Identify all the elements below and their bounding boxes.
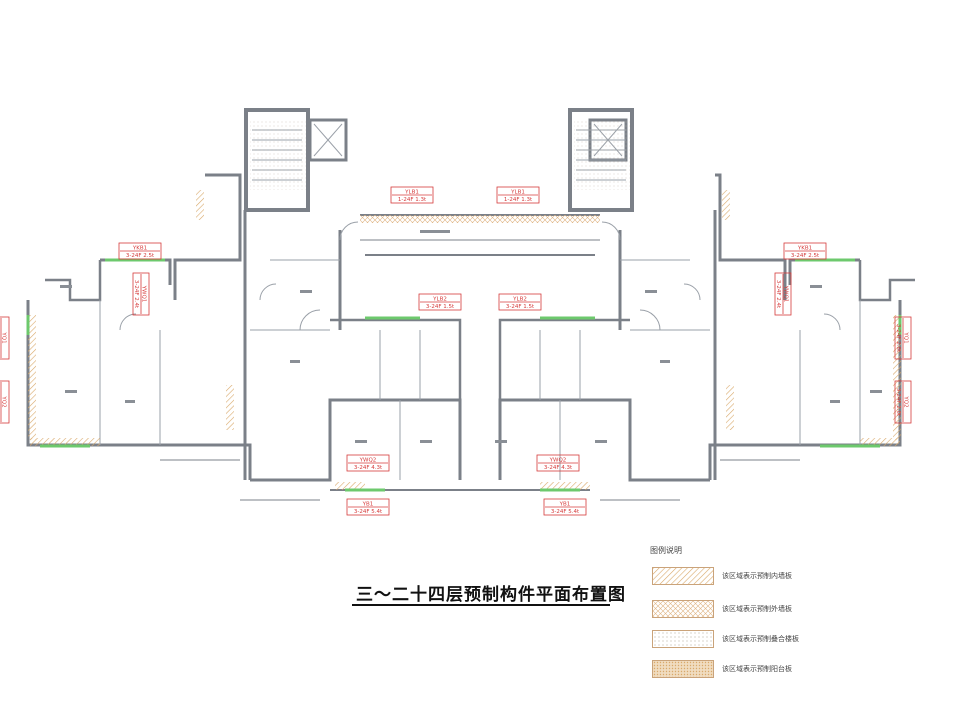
- tag-frame: [894, 316, 912, 360]
- tag-code: YQ2: [903, 395, 909, 407]
- tag-code: YQ1: [1, 331, 7, 343]
- drawing-title-underline: [352, 604, 610, 606]
- tag-code: YWQ1: [783, 285, 789, 303]
- tag-code: YWQ1: [141, 285, 147, 303]
- tag-code: YLB2: [432, 297, 447, 303]
- tag-frame: [536, 454, 580, 472]
- tag-frame: [132, 272, 150, 316]
- hatch-diagonal-swatch: [652, 567, 714, 585]
- interior-partitions: [99, 123, 861, 480]
- legend-label: 该区域表示预制内墙板: [722, 572, 792, 580]
- tag-frame: [543, 498, 587, 516]
- tag-spec: 3-24F 4.3t: [544, 465, 573, 471]
- tag-code: YB1: [559, 502, 571, 508]
- tag-frame: [0, 380, 10, 424]
- tag-code: YKB1: [797, 246, 812, 252]
- tag-frame: [894, 380, 912, 424]
- tag-frame: [783, 242, 827, 260]
- dots-swatch: [652, 630, 714, 648]
- tag-spec: 3-24F 2.8t: [895, 324, 901, 353]
- hatch-cross-swatch: [652, 600, 714, 618]
- tag-spec: 3-24F 5.4t: [354, 509, 383, 515]
- legend-heading: 图例说明: [650, 546, 682, 555]
- tag-spec: 3-24F 2.4t: [775, 280, 781, 309]
- tag-frame: [390, 186, 434, 204]
- tag-spec: 1-24F 1.3t: [504, 197, 533, 203]
- dense-swatch: [652, 660, 714, 678]
- tag-frame: [346, 454, 390, 472]
- precast-hatch-regions: [28, 120, 901, 490]
- tag-spec: 3-24F 2.0t: [895, 388, 901, 417]
- tag-spec: 3-24F 2.4t: [133, 280, 139, 309]
- tag-frame: [418, 293, 462, 311]
- tag-frame: [496, 186, 540, 204]
- tag-spec: 3-24F 2.5t: [791, 253, 820, 259]
- tag-spec: 3-24F 4.3t: [354, 465, 383, 471]
- drawing-title: 三～二十四层预制构件平面布置图: [356, 585, 626, 605]
- tag-code: YLB2: [512, 297, 527, 303]
- windows: [26, 258, 902, 492]
- tag-spec: 3-24F 1.5t: [426, 304, 455, 310]
- tag-code: YLB1: [510, 190, 525, 196]
- tag-code: YQ2: [1, 395, 7, 407]
- tag-spec: 3-24F 5.4t: [551, 509, 580, 515]
- legend-label: 该区域表示预制阳台板: [722, 665, 792, 673]
- tag-spec: 3-24F 1.5t: [506, 304, 535, 310]
- tag-code: YLB1: [404, 190, 419, 196]
- tag-frame: [0, 316, 10, 360]
- tag-frame: [118, 242, 162, 260]
- tag-code: YQ1: [903, 331, 909, 343]
- tag-code: YWQ2: [359, 458, 377, 464]
- legend-label: 该区域表示预制外墙板: [722, 605, 792, 613]
- tag-code: YWQ2: [549, 458, 567, 464]
- tag-code: YKB1: [132, 246, 147, 252]
- legend-label: 该区域表示预制叠合楼板: [722, 635, 799, 643]
- tag-frame: [346, 498, 390, 516]
- tag-frame: [774, 272, 792, 316]
- tag-code: YB1: [362, 502, 374, 508]
- room-marks: [60, 230, 882, 443]
- tag-frame: [498, 293, 542, 311]
- tag-spec: 3-24F 2.5t: [126, 253, 155, 259]
- tag-spec: 1-24F 1.3t: [398, 197, 427, 203]
